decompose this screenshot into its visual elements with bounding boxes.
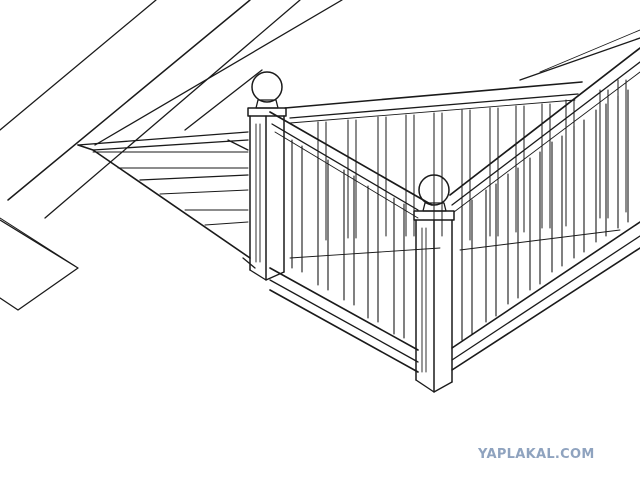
- stair-treads: [77, 131, 256, 269]
- back-handrail: [284, 29, 640, 124]
- front-newel-post: [413, 174, 455, 393]
- front-right-balusters: [461, 89, 629, 341]
- stair-outline: [0, 0, 343, 311]
- front-right-handrail: [449, 47, 640, 213]
- watermark-text: YAPLAKAL.COM: [478, 447, 595, 462]
- railing-base: [269, 221, 640, 373]
- front-left-handrail: [269, 111, 433, 219]
- front-left-balusters: [291, 139, 405, 339]
- left-newel-post: [247, 71, 287, 281]
